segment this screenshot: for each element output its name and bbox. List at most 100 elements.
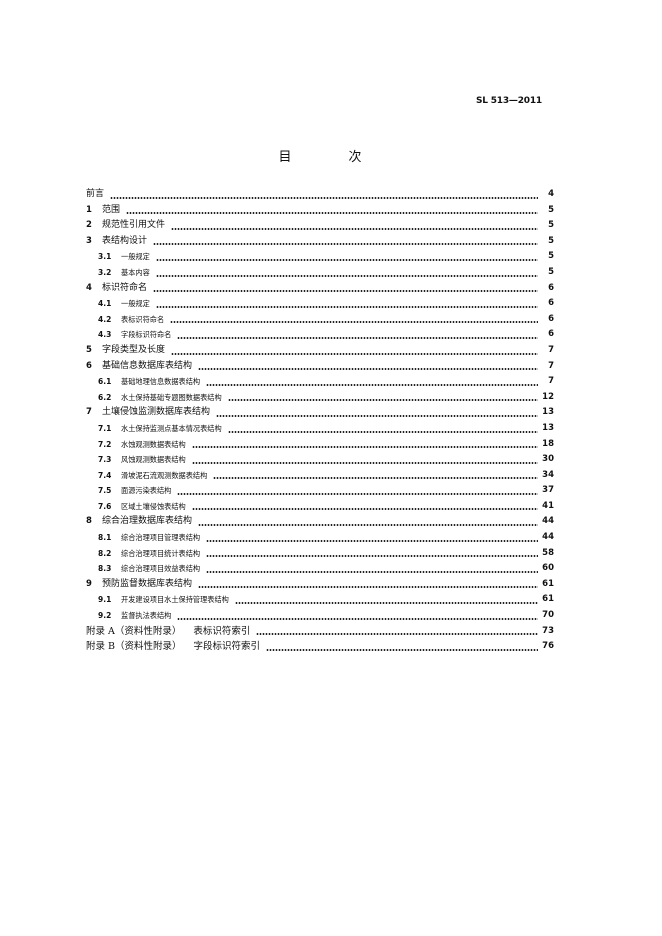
toc-entry-title: 字段标识符索引 — [193, 641, 261, 653]
toc-entry-title: 预防监督数据库表结构 — [102, 578, 193, 589]
toc-page-number: 70 — [542, 610, 554, 621]
dot-leader — [155, 258, 538, 261]
dot-leader — [198, 368, 538, 371]
toc-entry-number: 6.1 — [98, 377, 112, 387]
toc-entry-title: 标识符命名 — [102, 282, 148, 293]
toc-entry-title: 基础地理信息数据表结构 — [121, 377, 201, 387]
toc-entry-number: 7.1 — [98, 423, 112, 433]
toc-entry-number: 3.1 — [98, 252, 112, 262]
dot-leader — [206, 570, 538, 573]
toc-entry-number: 7.6 — [98, 501, 112, 511]
toc-page-number: 37 — [542, 485, 554, 496]
toc-entry-title: 基础信息数据库表结构 — [102, 360, 193, 371]
dot-leader — [171, 352, 538, 355]
dot-leader — [155, 305, 538, 308]
toc-entry-number: 8 — [86, 516, 92, 527]
dot-leader — [170, 321, 538, 324]
dot-leader — [216, 414, 538, 417]
dot-leader — [206, 539, 538, 542]
dot-leader — [177, 617, 538, 620]
toc-page-number: 12 — [542, 391, 554, 402]
dot-leader — [256, 633, 538, 636]
toc-entry-number: 7.3 — [98, 455, 112, 465]
toc-entry-title: 监督执法表结构 — [121, 611, 172, 621]
toc-subsection-entry[interactable]: 7.6 区域土壤侵蚀表结构 41 — [86, 499, 554, 515]
toc-entry-title: 水蚀观测数据表结构 — [121, 439, 186, 449]
toc-entry-title: 规范性引用文件 — [102, 220, 166, 231]
toc-page-number: 4 — [548, 189, 554, 199]
toc-entry-title: 基本内容 — [121, 267, 150, 277]
toc-page-number: 7 — [548, 344, 554, 355]
dot-leader — [198, 524, 538, 527]
toc-page-number: 41 — [542, 500, 554, 511]
toc-entry-title: 水土保持基础专题图数据表结构 — [121, 392, 222, 402]
toc-entry-title: 面源污染表结构 — [121, 486, 172, 496]
toc-page-number: 5 — [548, 235, 554, 246]
toc-section-entry[interactable]: 2 规范性引用文件 5 — [86, 218, 554, 234]
toc-page-number: 34 — [542, 469, 554, 480]
toc-title: 目 次 — [278, 150, 384, 165]
dot-leader — [191, 508, 538, 511]
toc-entry-title: 前言 — [86, 189, 105, 199]
toc-entry-number: 9 — [86, 578, 92, 589]
standard-code: SL 513—2011 — [476, 96, 542, 106]
toc-entry-title: 一般规定 — [121, 299, 150, 309]
dot-leader — [110, 196, 538, 199]
toc-page-number: 6 — [548, 313, 554, 324]
toc-entry-title: 开发建设项目水土保持管理表结构 — [121, 595, 229, 605]
dot-leader — [153, 290, 538, 293]
toc-entry-number: 9.1 — [98, 595, 112, 605]
dot-leader — [213, 477, 538, 480]
toc-section-entry[interactable]: 前言 4 — [86, 187, 554, 203]
toc-page-number: 7 — [548, 360, 554, 371]
dot-leader — [191, 461, 538, 464]
toc-page-number: 6 — [548, 329, 554, 340]
dot-leader — [191, 446, 538, 449]
toc-entry-title: 区域土壤侵蚀表结构 — [121, 501, 186, 511]
toc-appendix-label: 附录 B（资料性附录） — [86, 641, 182, 653]
toc-entry-title: 表标识符命名 — [121, 314, 165, 324]
toc-entry-number: 8.2 — [98, 548, 112, 558]
toc-entry-number: 7.2 — [98, 439, 112, 449]
toc-entry-number: 1 — [86, 204, 92, 215]
toc-page-number: 5 — [548, 220, 554, 231]
toc-entry-title: 字段类型及长度 — [102, 344, 166, 355]
dot-leader — [155, 274, 538, 277]
toc-entry-number: 2 — [86, 220, 92, 231]
toc-page-number: 13 — [542, 422, 554, 433]
toc-entry-title: 表标识符索引 — [193, 625, 251, 637]
dot-leader — [206, 555, 538, 558]
toc-page-number: 60 — [542, 563, 554, 574]
toc-entry-title: 风蚀观测数据表结构 — [121, 455, 186, 465]
toc-entry-title: 综合治理项目管理表结构 — [121, 533, 201, 543]
toc-page-number: 73 — [542, 625, 554, 636]
toc-entry-title: 一般规定 — [121, 252, 150, 262]
